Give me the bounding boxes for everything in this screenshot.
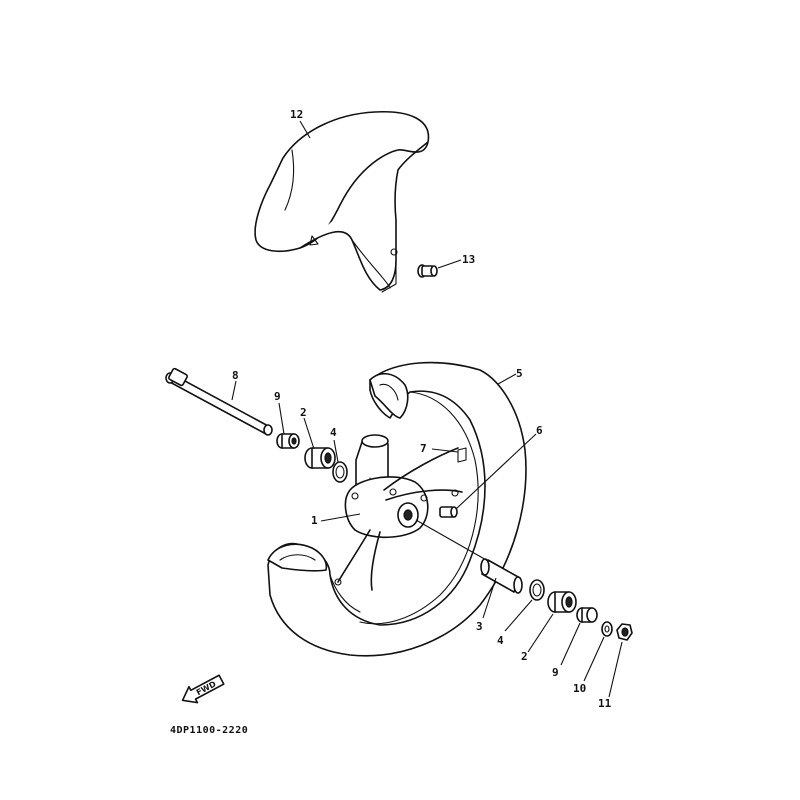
part-code: 4DP1100-2220 <box>170 725 248 736</box>
callout-2-right: 2 <box>521 650 528 663</box>
callout-labels: 12 13 5 6 7 8 9 2 4 1 3 4 2 9 10 11 <box>232 108 612 710</box>
callout-4-right: 4 <box>497 634 504 647</box>
callout-8: 8 <box>232 369 239 382</box>
fwd-arrow-icon: FWD <box>181 674 225 704</box>
callout-10: 10 <box>573 682 586 695</box>
leader-lines <box>231 120 623 698</box>
callout-4-left: 4 <box>330 426 337 439</box>
callout-7: 7 <box>420 442 427 455</box>
spacer <box>480 558 523 594</box>
axle <box>165 367 273 436</box>
hub-stud <box>439 506 458 518</box>
right-collar <box>576 607 598 623</box>
callout-12: 12 <box>290 108 303 121</box>
left-oil-seal <box>332 461 348 483</box>
callout-11: 11 <box>598 697 612 710</box>
left-collar <box>276 433 300 449</box>
wheel-hub <box>334 434 467 591</box>
callout-6: 6 <box>536 424 543 437</box>
front-fender <box>254 110 430 293</box>
callout-9-right: 9 <box>552 666 559 679</box>
axle-nut <box>616 623 633 641</box>
callout-5: 5 <box>516 367 523 380</box>
left-bearing <box>304 447 336 469</box>
callout-1: 1 <box>311 514 318 527</box>
callout-13: 13 <box>462 253 475 266</box>
tire <box>267 361 527 657</box>
right-bearing <box>547 591 577 613</box>
right-oil-seal <box>529 579 545 601</box>
callout-3: 3 <box>476 620 483 633</box>
callout-2-left: 2 <box>300 406 307 419</box>
fender-bolt <box>417 264 438 278</box>
callout-9-left: 9 <box>274 390 281 403</box>
washer <box>601 621 613 637</box>
